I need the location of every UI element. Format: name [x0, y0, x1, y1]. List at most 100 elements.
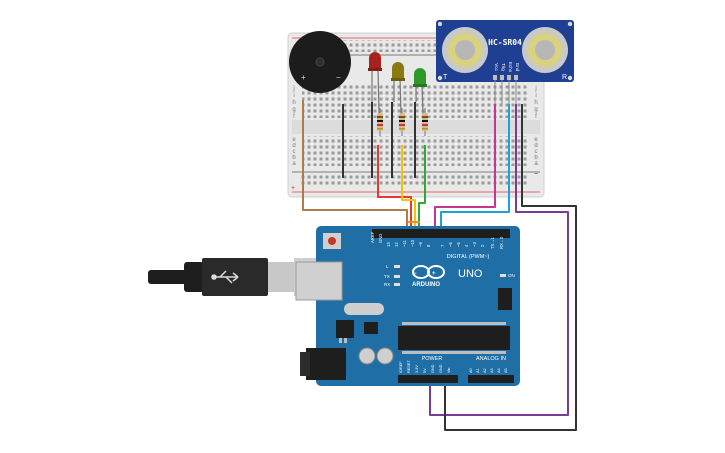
ultrasonic-sensor: HC-SR04 T R Vcc Trig Echo Gnd — [436, 20, 574, 82]
led-label-l: L — [386, 264, 389, 269]
sensor-t-label: T — [443, 74, 448, 81]
pin-label-5v: 5V — [423, 368, 427, 373]
power-jack — [306, 348, 346, 380]
digital-header-label: DIGITAL (PWM~) — [447, 254, 490, 260]
sensor-pin-gnd-label: Gnd — [515, 63, 520, 72]
brand-label: ARDUINO — [412, 282, 440, 288]
wire-black-gnd — [444, 104, 577, 431]
row-letter-c: c — [293, 149, 296, 155]
usb-icon — [211, 270, 239, 284]
piezo-buzzer: + − — [289, 31, 351, 93]
led-label-tx: TX — [384, 274, 390, 279]
led-red — [368, 52, 382, 115]
pin-label-tx1: TX→1 — [490, 236, 495, 249]
pin-label-a3: A3 — [490, 368, 494, 373]
pin-label-13: 13 — [386, 242, 391, 247]
pin-label-3: ~3 — [472, 242, 477, 247]
pin-label-ioref: IOREF — [399, 361, 403, 373]
sensor-model-label: HC-SR04 — [488, 38, 522, 47]
wire-sensor-vcc-magenta — [434, 104, 496, 236]
pin-label-8: 8 — [426, 244, 431, 247]
row-letter-a-right: a — [534, 161, 538, 167]
sensor-pin-vcc-label: Vcc — [494, 63, 499, 71]
svg-text:+: + — [432, 271, 436, 277]
pin-label-9: ~9 — [418, 242, 423, 247]
power-header-label: POWER — [422, 356, 443, 362]
resistor-1 — [377, 108, 383, 136]
pin-label-rx0: RX←0 — [499, 236, 504, 249]
wire-sensor-echo-blue — [440, 104, 510, 236]
pin-label-12: 12 — [394, 242, 399, 247]
led-green — [413, 68, 427, 115]
model-label: UNO — [458, 268, 483, 280]
capacitor-1 — [358, 347, 376, 365]
pin-label-7: 7 — [440, 244, 445, 247]
row-letter-h: h — [292, 100, 295, 106]
pin-label-vin: Vin — [447, 368, 451, 373]
wire-purple-5v — [429, 104, 569, 416]
pin-label-aref: AREF — [370, 231, 375, 243]
wire-green-led-to-pin10 — [418, 145, 426, 236]
led-label-on: ON — [508, 273, 515, 278]
pin-label-10: ~10 — [410, 239, 415, 247]
row-letter-f-right: f — [535, 114, 537, 120]
crystal-oscillator — [344, 303, 384, 315]
row-letter-i: i — [293, 93, 294, 99]
analog-header — [468, 375, 514, 383]
sensor-pin-echo-label: Echo — [508, 62, 513, 73]
row-letter-h-right: h — [534, 100, 537, 106]
bottom-power-rail — [300, 175, 528, 187]
voltage-regulator — [336, 320, 354, 338]
digital-header — [372, 229, 510, 238]
resistor-2 — [399, 108, 405, 136]
row-letter-d: d — [292, 143, 295, 149]
pin-label-a1: A1 — [476, 368, 480, 373]
row-letter-e: e — [292, 137, 296, 143]
row-letter-f: f — [293, 114, 295, 120]
pin-label-reset: RESET — [407, 360, 411, 373]
buzzer-minus-label: − — [336, 73, 341, 82]
breadboard-jumpers-black — [342, 102, 416, 178]
pin-label-2: 2 — [480, 244, 485, 247]
pin-label-4: 4 — [464, 244, 469, 247]
arduino-uno-board: AREF GND 13 12 ~11 ~10 ~9 8 7 ~6 ~5 4 ~3… — [295, 226, 520, 386]
row-letter-j-right: j — [534, 86, 536, 92]
arduino-logo-icon — [412, 265, 445, 279]
sensor-leads — [494, 80, 517, 104]
sensor-pin-trig-label: Trig — [501, 63, 506, 71]
transmitter-transducer — [442, 27, 488, 73]
capacitor-2 — [376, 347, 394, 365]
row-letter-i-right: i — [535, 93, 536, 99]
icsp-header — [498, 288, 512, 310]
status-leds: L TX RX ON — [384, 264, 515, 287]
power-header — [398, 375, 458, 383]
analog-header-label: ANALOG IN — [476, 356, 506, 362]
row-letter-c-right: c — [535, 149, 538, 155]
row-letter-b: b — [292, 155, 296, 161]
wires — [302, 100, 577, 431]
pin-label-a2: A2 — [483, 368, 487, 373]
pin-label-gnd-2: GND — [439, 364, 443, 373]
sensor-r-label: R — [562, 74, 567, 81]
row-letter-g-right: g — [534, 107, 537, 113]
wire-yellow-led-to-pin11 — [401, 145, 416, 236]
atmega-chip — [398, 326, 510, 350]
resistor-3 — [422, 108, 428, 136]
sensor-header-pins — [493, 75, 518, 80]
pin-label-11: ~11 — [402, 240, 407, 247]
pin-label-5: ~5 — [456, 242, 461, 247]
pin-label-a5: A5 — [504, 368, 508, 373]
pin-label-6: ~6 — [448, 242, 453, 247]
led-label-rx: RX — [384, 282, 390, 287]
row-letter-g: g — [292, 107, 295, 113]
pin-label-gnd-1: GND — [431, 364, 435, 373]
row-letter-j: j — [292, 86, 294, 92]
row-letter-d-right: d — [534, 143, 537, 149]
pin-label-a0: A0 — [469, 368, 473, 373]
pin-label-a4: A4 — [497, 368, 501, 373]
pin-label-gnd: GND — [378, 234, 383, 243]
row-letter-e-right: e — [534, 137, 538, 143]
usb-b-port — [295, 261, 343, 301]
wire-red-led-to-pin12 — [377, 145, 412, 236]
